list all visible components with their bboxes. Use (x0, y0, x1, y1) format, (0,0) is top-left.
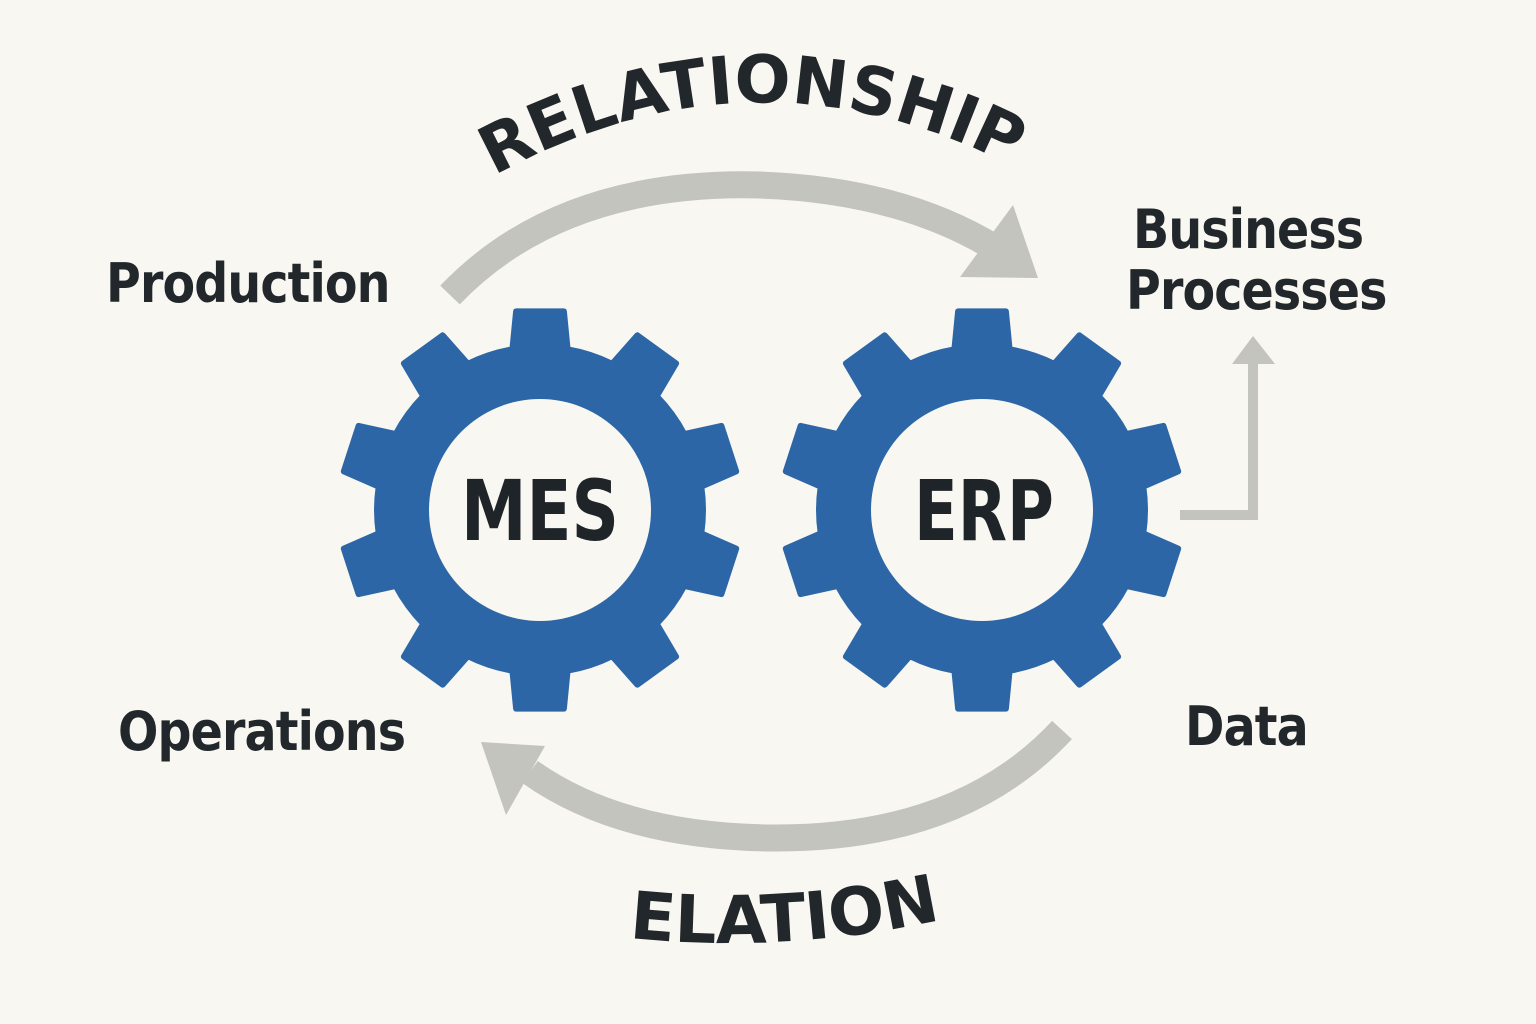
label-operations: Operations (118, 700, 406, 763)
elbow-arrow (1180, 336, 1275, 520)
top-arrowhead-icon (960, 205, 1038, 278)
elbow-arrowhead-icon (1232, 336, 1275, 364)
gear-erp-label: ERP (914, 462, 1054, 560)
elbow-arrow-shaft (1180, 362, 1258, 520)
label-data: Data (1185, 695, 1309, 758)
gear-mes-label: MES (461, 462, 619, 560)
bottom-arc-arrow (481, 720, 1072, 852)
label-production: Production (106, 252, 390, 315)
gear-mes-hub (429, 399, 651, 621)
bottom-arrowhead-icon (481, 742, 545, 815)
gear-erp-hub (871, 399, 1093, 621)
gear-mes[interactable]: MES (340, 308, 740, 712)
bottom-arrow-shaft (522, 720, 1072, 852)
title-relationship-text: RELATIONSHIP (466, 41, 1037, 189)
gear-erp[interactable]: ERP (782, 308, 1182, 712)
label-business-processes-line2: Processes (1126, 259, 1387, 322)
label-business-processes-line1: Business (1133, 198, 1364, 261)
top-arrow-shaft (440, 171, 1003, 305)
title-relationship: RELATIONSHIP (466, 41, 1037, 189)
top-arc-arrow (440, 171, 1038, 305)
